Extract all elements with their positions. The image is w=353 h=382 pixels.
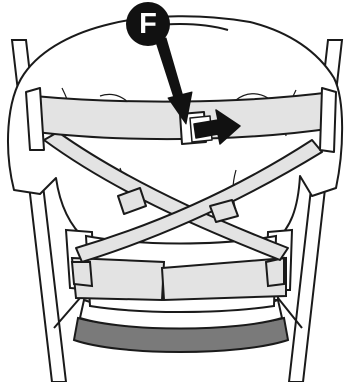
step-badge-label: F — [126, 2, 170, 46]
strap-end-right — [266, 258, 284, 286]
connector-right — [320, 88, 336, 152]
strap-end-left — [72, 262, 92, 286]
connector-left — [26, 88, 44, 150]
